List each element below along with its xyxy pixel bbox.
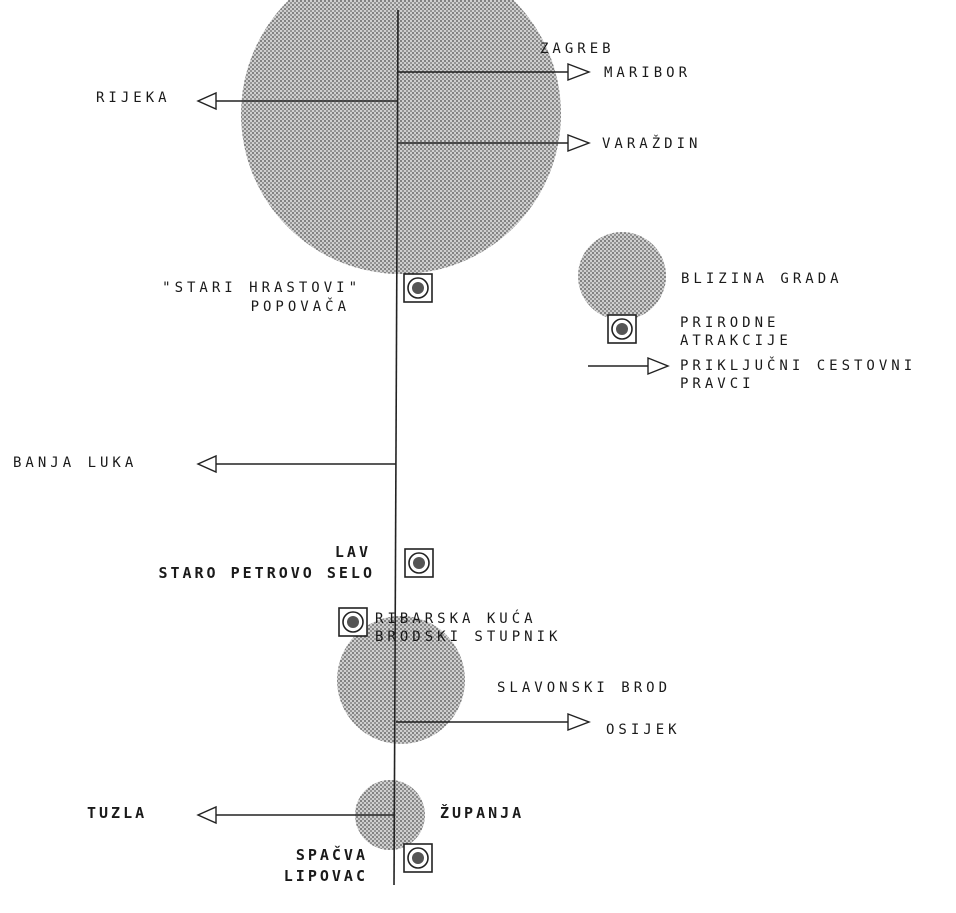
legend-city-proximity-label: BLIZINA GRADA: [681, 271, 843, 287]
attraction-icon-spacva: [403, 843, 433, 873]
attraction-label-ribarska-kuca-name: RIBARSKA KUĆA: [375, 609, 537, 627]
attraction-icon-ribarska-kuca: [338, 607, 368, 637]
road-arrow-varazdin: [398, 133, 591, 153]
road-arrow-osijek: [396, 712, 591, 732]
road-arrow-maribor: [398, 62, 591, 82]
attraction-label-stari-hrastovi-place: POPOVAČA: [251, 297, 350, 315]
attraction-label-spacva-place: LIPOVAC: [284, 867, 368, 885]
road-label-osijek: OSIJEK: [606, 722, 681, 738]
attraction-label-stari-hrastovi-name: "STARI HRASTOVI": [162, 280, 361, 296]
attraction-icon-lav: [404, 548, 434, 578]
legend-road-routes-line-2: PRAVCI: [680, 376, 755, 392]
zagreb-city-circle: [241, 0, 561, 274]
legend-attraction-icon: [607, 314, 637, 344]
attraction-icon-stari-hrastovi: [403, 273, 433, 303]
attraction-label-lav-place: STARO PETROVO SELO: [158, 564, 375, 582]
city-label-slavonski-brod: SLAVONSKI BROD: [497, 680, 671, 696]
attraction-label-lav-name: LAV: [335, 543, 371, 561]
road-label-varazdin: VARAŽDIN: [602, 134, 701, 152]
road-label-tuzla: TUZLA: [87, 804, 147, 822]
legend-natural-attractions-line-2: ATRAKCIJE: [680, 333, 792, 349]
road-label-banja-luka: BANJA LUKA: [13, 455, 137, 471]
legend-city-circle-icon: [578, 232, 666, 320]
road-arrow-tuzla: [196, 805, 394, 825]
road-label-maribor: MARIBOR: [604, 65, 691, 81]
main-route-line: [393, 9, 399, 886]
city-label-zupanja: ŽUPANJA: [440, 803, 524, 822]
legend-natural-attractions-line-1: PRIRODNE: [680, 315, 779, 331]
slavonski-brod-city-circle: [337, 616, 465, 744]
attraction-label-spacva-name: SPAČVA: [296, 845, 368, 864]
road-arrow-rijeka: [196, 91, 398, 111]
legend-road-routes-line-1: PRIKLJUČNI CESTOVNI: [680, 356, 916, 374]
legend: BLIZINA GRADA PRIRODNE ATRAKCIJE PRIKLJU…: [578, 232, 916, 392]
city-label-zagreb: ZAGREB: [540, 41, 615, 57]
attraction-label-ribarska-kuca-place: BRODSKI STUPNIK: [375, 629, 561, 645]
legend-road-arrow-icon: [588, 356, 670, 376]
road-arrow-banja-luka: [196, 454, 396, 474]
road-label-rijeka: RIJEKA: [96, 90, 171, 106]
